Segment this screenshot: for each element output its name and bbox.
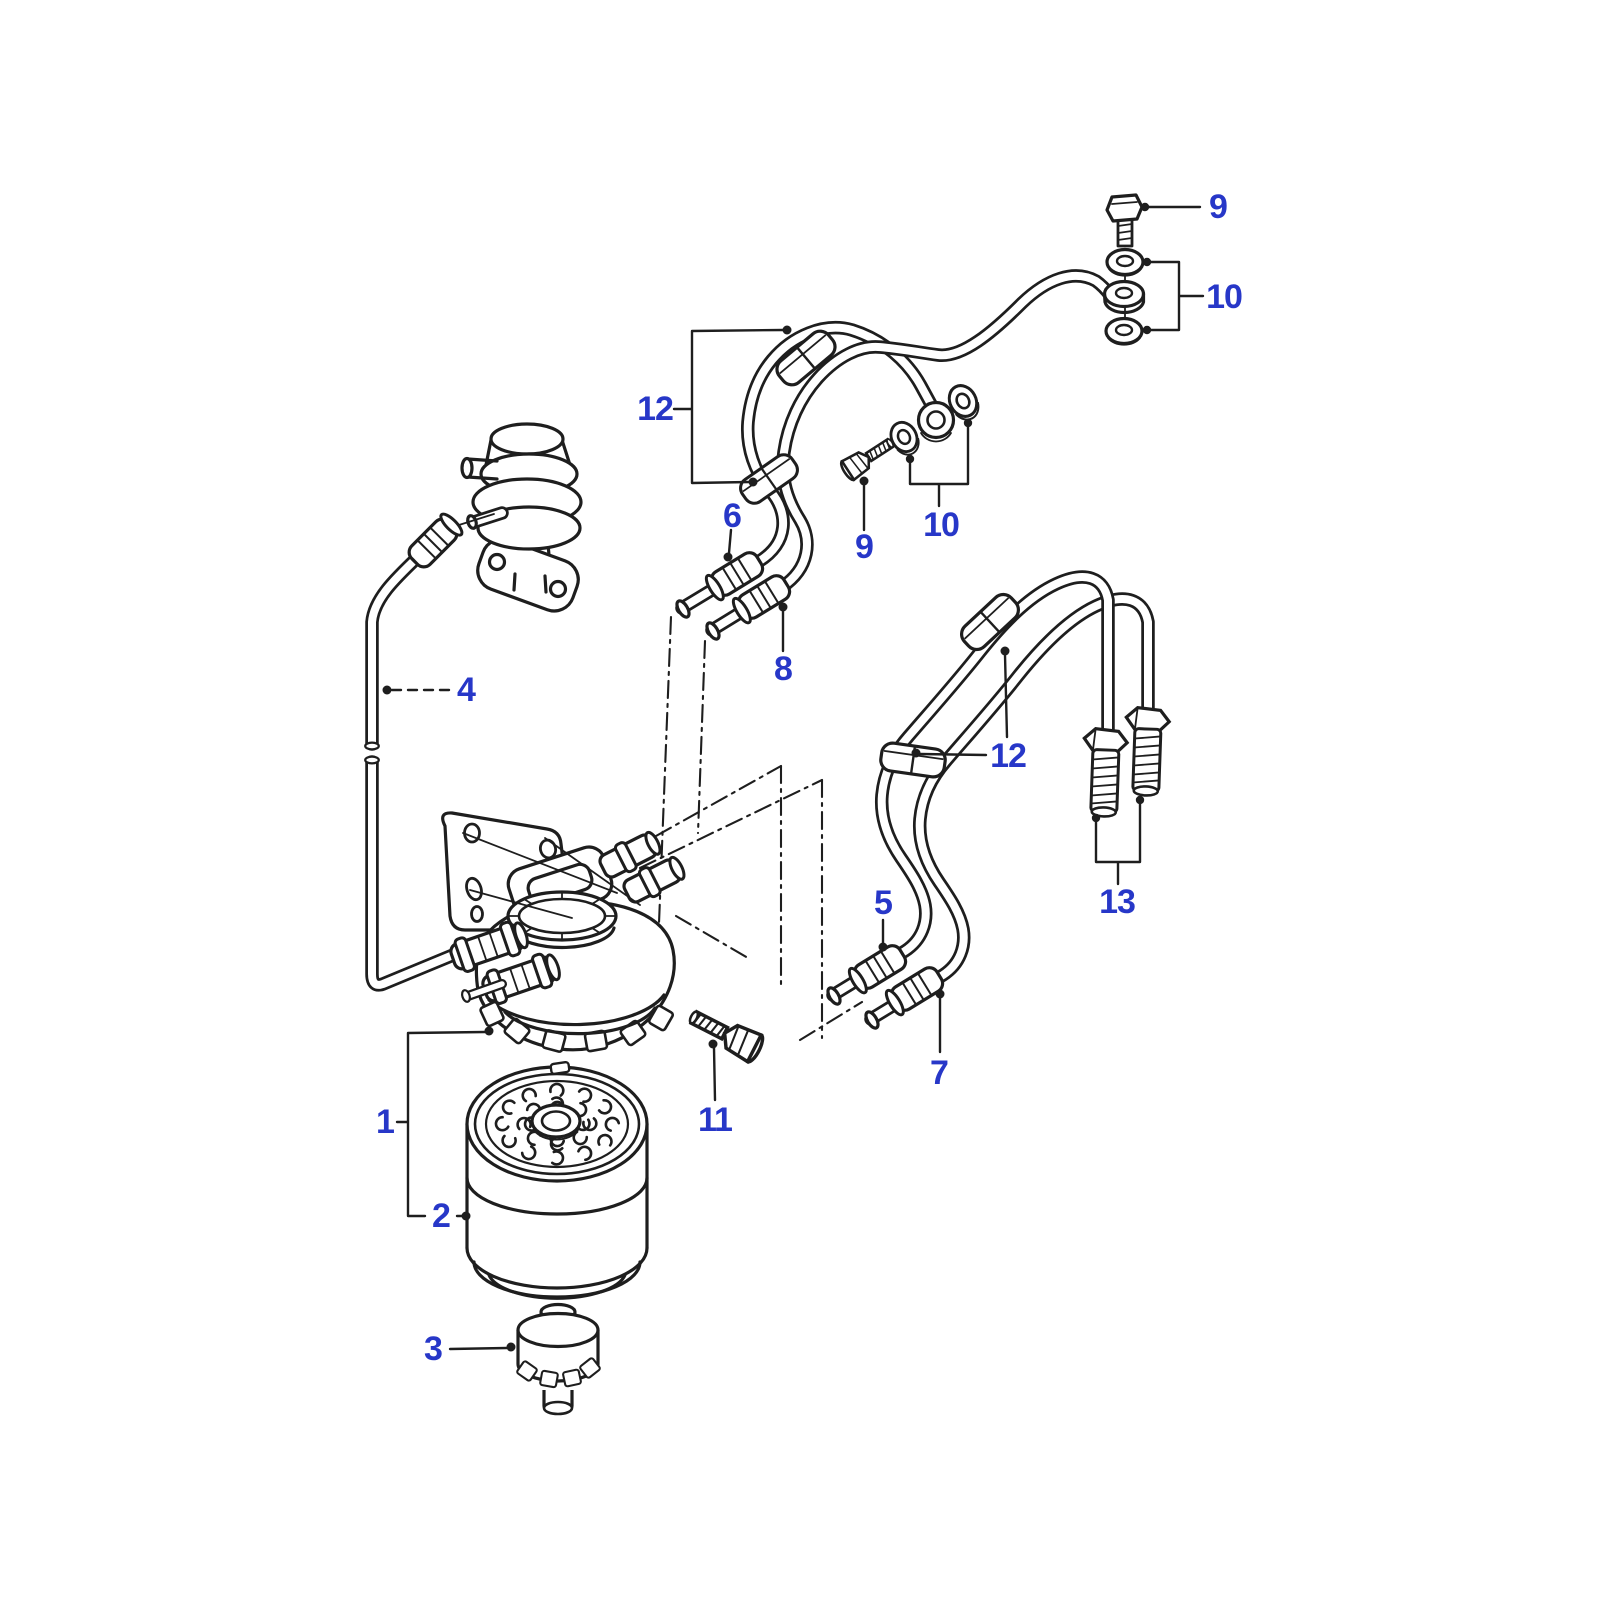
callout-12-right: 12 (990, 737, 1027, 775)
fuel-lift-pump (442, 422, 583, 613)
filter-element-2 (465, 1060, 649, 1300)
callout-6: 6 (723, 497, 742, 535)
callout-11: 11 (698, 1101, 733, 1139)
callout-12-left: 12 (637, 390, 674, 428)
callout-10-mid: 10 (923, 506, 960, 544)
mounting-bolt-11 (682, 1001, 768, 1066)
union-13-rear (1122, 705, 1172, 798)
callout-2: 2 (432, 1197, 451, 1235)
callout-8: 8 (774, 650, 793, 688)
banjo-eye (916, 400, 956, 443)
filter-head-assembly (441, 811, 690, 1054)
drain-cap-3 (515, 1302, 602, 1416)
callout-10-top: 10 (1206, 278, 1243, 316)
callout-4: 4 (457, 671, 476, 709)
callout-7: 7 (930, 1054, 949, 1092)
leak-off-pipes-top (675, 269, 1117, 641)
callout-5: 5 (874, 884, 893, 922)
banjo-bolt-9-mid (837, 431, 900, 484)
callout-leaders (382, 202, 1205, 1352)
union-13-front (1080, 726, 1130, 819)
callout-3: 3 (424, 1330, 443, 1368)
injector-pipes-right (826, 570, 1172, 1030)
callout-9-mid: 9 (855, 528, 874, 566)
callout-9-top: 9 (1209, 188, 1228, 226)
bolt-9-top (1105, 193, 1144, 248)
pipe-4-fitting (403, 509, 467, 573)
fuel-pipe-4 (364, 509, 477, 992)
callout-13: 13 (1099, 883, 1136, 921)
washer-grommet-stack-10-top (1102, 247, 1146, 346)
callout-1: 1 (376, 1103, 395, 1141)
